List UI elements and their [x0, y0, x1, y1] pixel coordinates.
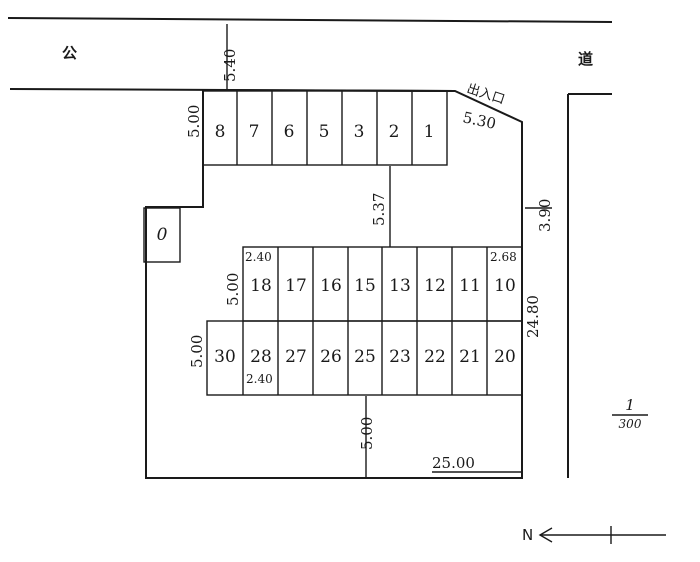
north-arrow: N — [522, 526, 666, 544]
space-30: 30 — [214, 347, 236, 367]
space-23: 23 — [389, 347, 411, 367]
road: 公 道 5.40 — [7, 17, 613, 478]
top-row-depth-dimension: 5.00 — [185, 105, 203, 138]
space-7: 7 — [249, 122, 260, 142]
entrance-label: 出入口 — [465, 82, 507, 108]
space-0: 0 — [157, 225, 168, 245]
middle-parking-row: 18 17 16 15 13 12 11 10 2.40 2.68 5.00 2… — [224, 246, 542, 338]
bottom-dimensions: 5.00 25.00 — [358, 396, 522, 477]
middle-row-depth-dimension: 5.00 — [224, 273, 242, 306]
space-21: 21 — [459, 347, 481, 367]
entrance: 出入口 5.30 — [461, 82, 506, 133]
scale-denominator: 300 — [619, 417, 642, 431]
space-8: 8 — [215, 122, 226, 142]
space-27: 27 — [285, 347, 307, 367]
road-edge-far — [7, 17, 613, 23]
single-space: 0 — [143, 207, 181, 263]
space-26: 26 — [320, 347, 342, 367]
space-28: 28 — [250, 347, 272, 367]
space-12: 12 — [424, 276, 446, 296]
space-11: 11 — [459, 276, 481, 296]
top-row-outline — [202, 90, 448, 166]
right-gap-dimension-text: 3.90 — [536, 199, 554, 232]
space-17: 17 — [285, 276, 307, 296]
space-13: 13 — [389, 276, 411, 296]
bottom-parking-row: 30 28 27 26 25 23 22 21 20 2.40 5.00 — [188, 320, 523, 396]
space-15: 15 — [354, 276, 376, 296]
space-18: 18 — [250, 276, 272, 296]
right-gap-dimension: 3.90 — [525, 199, 554, 232]
space-2: 2 — [389, 122, 400, 142]
bottom-row-outline — [206, 320, 523, 396]
bottom-length-dimension-text: 25.00 — [432, 454, 475, 472]
top-parking-row: 8 7 6 5 3 2 1 5.00 — [185, 90, 448, 166]
space-1: 1 — [424, 122, 435, 142]
road-label-right: 道 — [578, 50, 593, 68]
space-22: 22 — [424, 347, 446, 367]
space-25: 25 — [354, 347, 376, 367]
scale-numerator: 1 — [625, 396, 635, 414]
site-boundary — [145, 88, 523, 479]
stall-width-10-dimension: 2.68 — [490, 250, 517, 264]
scale-indicator: 1 300 — [612, 396, 648, 431]
space-5: 5 — [319, 122, 330, 142]
stall-width-18-dimension: 2.40 — [245, 250, 272, 264]
aisle-top-dimension-text: 5.37 — [370, 193, 388, 226]
right-length-dimension: 24.80 — [524, 295, 542, 338]
space-6: 6 — [284, 122, 295, 142]
space-10: 10 — [494, 276, 516, 296]
space-20: 20 — [494, 347, 516, 367]
bottom-row-depth-dimension: 5.00 — [188, 335, 206, 368]
entrance-width-dimension: 5.30 — [461, 108, 497, 133]
road-width-dimension: 5.40 — [221, 49, 239, 82]
north-label: N — [522, 526, 533, 544]
north-arrowhead-icon — [538, 527, 553, 543]
space-0-outline — [143, 207, 181, 263]
aisle-bottom-dimension-text: 5.00 — [358, 417, 376, 450]
stall-width-28-dimension: 2.40 — [246, 372, 273, 386]
aisle-top-dimension: 5.37 — [370, 166, 391, 247]
road-label-left: 公 — [62, 44, 77, 62]
space-16: 16 — [320, 276, 342, 296]
space-3: 3 — [354, 122, 365, 142]
